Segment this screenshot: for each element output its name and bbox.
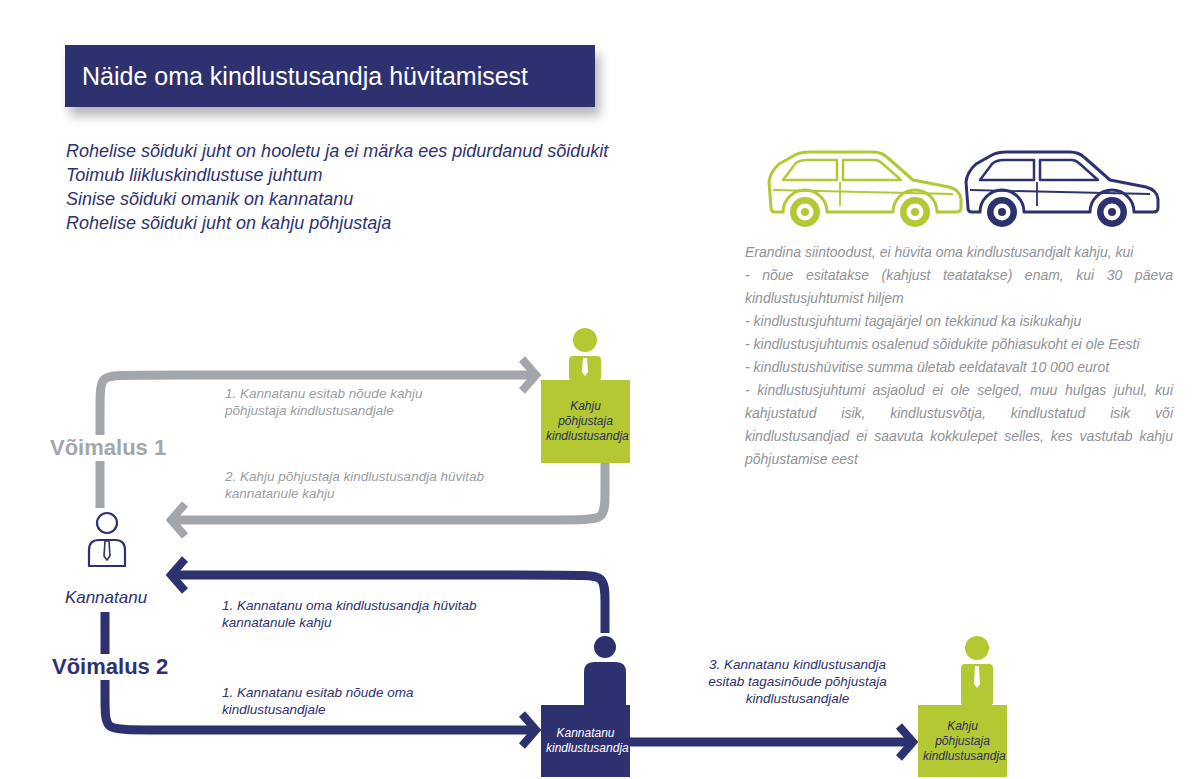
box-fill: Kannatanu kindlustusandja — [541, 705, 630, 777]
arrow-label: 1. Kannatanu esitab nõude oma kindlustus… — [222, 684, 417, 718]
option-label: Võimalus 1 — [46, 435, 170, 461]
flow-arrow — [175, 575, 605, 633]
box-fill: Kahju põhjustaja kindlustusandja — [918, 705, 1007, 777]
insurer-box: Kannatanu kindlustusandja — [541, 633, 630, 777]
insurer-box: Kahju põhjustaja kindlustusandja — [918, 633, 1007, 777]
person-body-outline — [89, 540, 125, 566]
insurer-box: Kahju põhjustaja kindlustusandja — [541, 326, 630, 463]
exception-line: - kindlustusjuhtumi tagajärjel on tekkin… — [745, 310, 1173, 333]
exception-line: - kindlustusjuhtumis osalenud sõidukite … — [745, 333, 1173, 356]
box-fill: Kahju põhjustaja kindlustusandja — [541, 380, 630, 463]
box-label: Kahju põhjustaja kindlustusandja — [918, 719, 1007, 764]
title-banner: Näide oma kindlustusandja hüvitamisest — [65, 45, 595, 107]
intro-line: Toimub liikluskindlustuse juhtum — [66, 163, 608, 187]
exception-line: - kindlustusjuhtumi asjaolud ei ole selg… — [745, 379, 1173, 471]
box-label: Kannatanu kindlustusandja — [541, 726, 630, 756]
intro-line: Rohelise sõiduki juht on kahju põhjustaj… — [66, 211, 608, 235]
person-head — [594, 636, 616, 658]
flow-arrow — [175, 463, 605, 520]
blue-car — [966, 152, 1158, 227]
person-head — [965, 636, 989, 660]
intro-line: Sinise sõiduki omanik on kannatanu — [66, 187, 608, 211]
option-label: Võimalus 2 — [48, 654, 172, 680]
exception-note: Erandina siintoodust, ei hüvita oma kind… — [745, 241, 1173, 471]
arrow-label: 1. Kannatanu esitab nõude kahju põhjusta… — [225, 385, 470, 419]
exception-line: - kindlustushüvitise summa ületab eeldat… — [745, 356, 1173, 379]
title: Näide oma kindlustusandja hüvitamisest — [65, 45, 595, 107]
intro-text: Rohelise sõiduki juht on hooletu ja ei m… — [66, 139, 608, 235]
person-tie — [582, 358, 588, 376]
person-body — [961, 664, 993, 706]
arrow-label: 2. Kahju põhjustaja kindlustusandja hüvi… — [225, 468, 487, 502]
person-body — [584, 662, 626, 706]
intro-line: Rohelise sõiduki juht on hooletu ja ei m… — [66, 139, 608, 163]
person-node: Kannatanu — [46, 508, 166, 612]
box-label: Kannatanu — [46, 588, 166, 608]
person-head-outline — [97, 513, 117, 533]
box-label: Kahju põhjustaja kindlustusandja — [541, 399, 630, 444]
arrow-label: 3. Kannatanu kindlustusandja esitab taga… — [690, 656, 905, 707]
person-tie-outline — [104, 541, 110, 560]
arrow-label: 1. Kannatanu oma kindlustusandja hüvitab… — [222, 597, 494, 631]
person-head — [573, 328, 597, 352]
person-body — [569, 356, 601, 381]
green-car — [769, 152, 961, 227]
flow-arrow — [630, 738, 909, 747]
exception-line: - nõue esitatakse (kahjust teatatakse) e… — [745, 264, 1173, 310]
exception-line: Erandina siintoodust, ei hüvita oma kind… — [745, 241, 1173, 264]
person-tie — [974, 666, 980, 688]
